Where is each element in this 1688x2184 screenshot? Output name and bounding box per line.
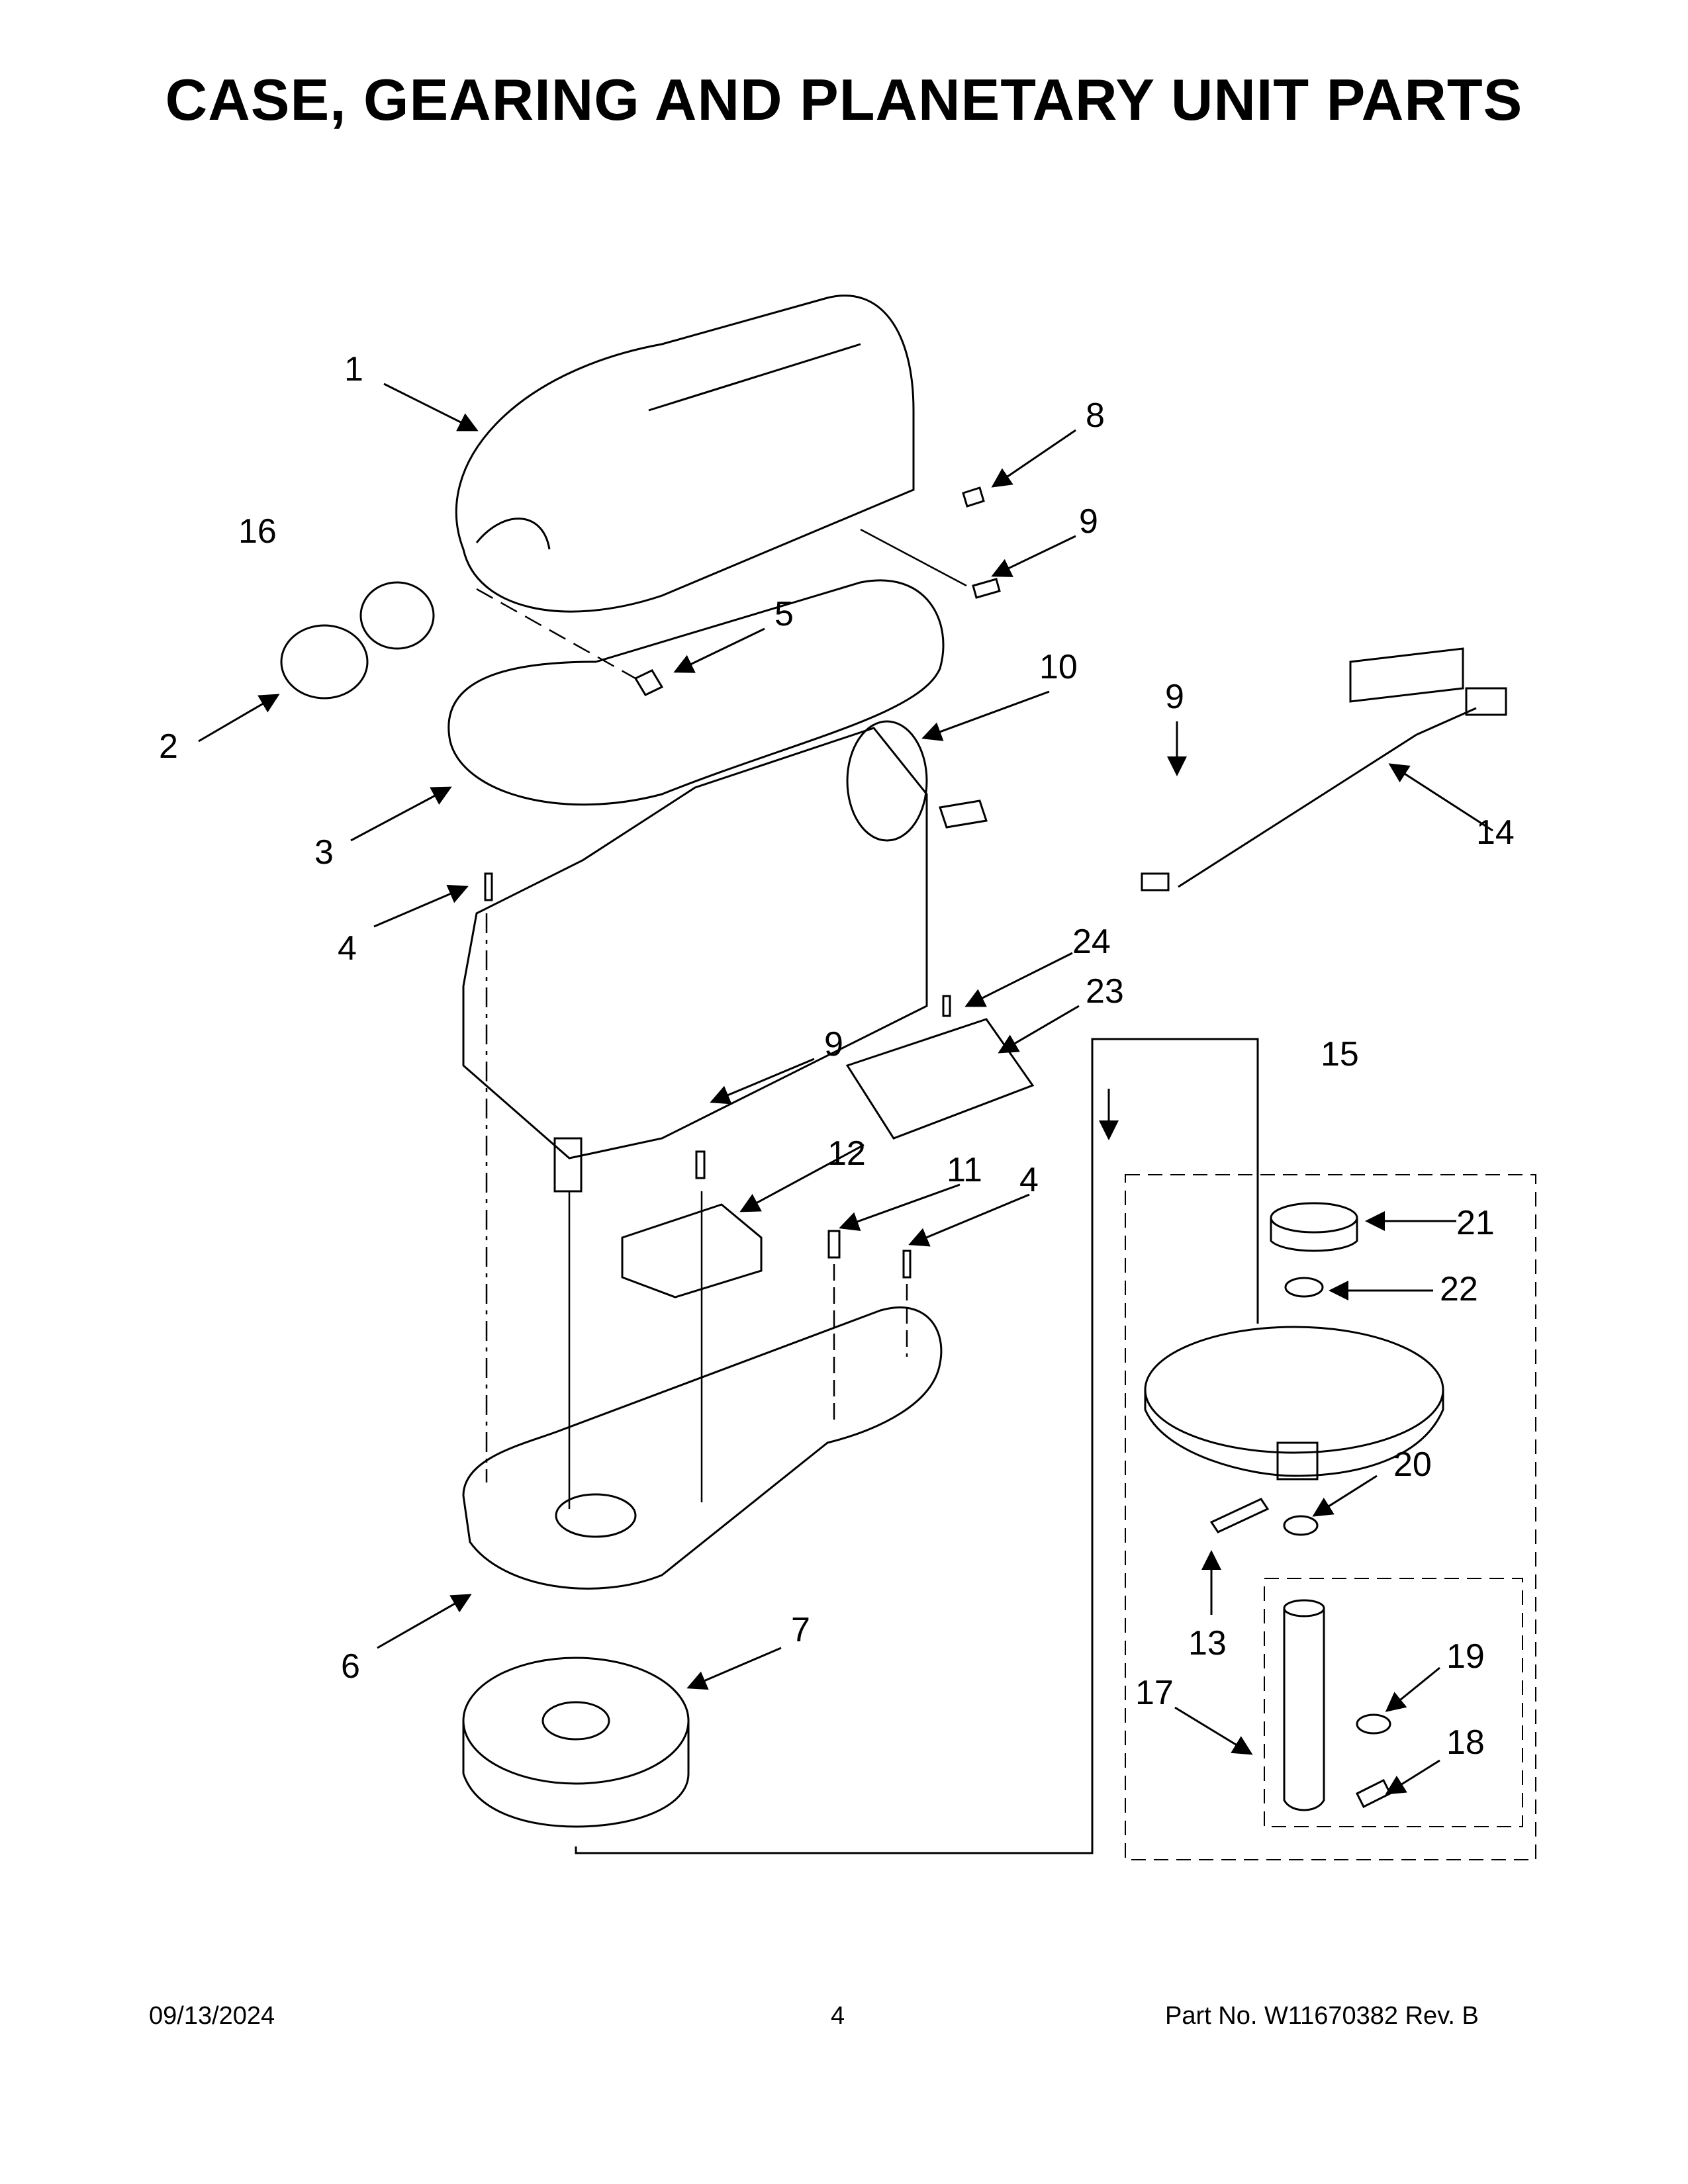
callout-9-cord: 9 (1165, 678, 1184, 716)
screw-24-part (942, 995, 951, 1017)
callout-12: 12 (827, 1134, 866, 1173)
screw-11-part (827, 1230, 841, 1259)
assembly-connector-line (575, 1038, 1259, 1854)
callout-5: 5 (774, 595, 794, 633)
footer-part-info: Part No. W11670382 Rev. B (1165, 2002, 1479, 2030)
callout-23: 23 (1086, 972, 1124, 1011)
callout-19: 19 (1446, 1637, 1485, 1676)
hub-ring-part (359, 581, 435, 650)
bearing-22-part (1284, 1277, 1324, 1298)
callout-14: 14 (1476, 813, 1515, 852)
head-case-part (455, 295, 915, 613)
screw-8-part (962, 486, 985, 508)
callout-24: 24 (1072, 923, 1111, 961)
callout-15: 15 (1321, 1035, 1359, 1073)
retaining-ring-19-part (1356, 1713, 1391, 1735)
planetary-ring-part (462, 1657, 690, 1828)
callout-21: 21 (1456, 1204, 1495, 1242)
control-plate-part (845, 1018, 1035, 1140)
screw-4-right-part (902, 1250, 912, 1279)
planetary-unit-group (1125, 1174, 1536, 1860)
callout-4: 4 (338, 929, 357, 968)
callout-9-mid: 9 (824, 1025, 843, 1064)
callout-13: 13 (1188, 1624, 1227, 1662)
callout-9-top: 9 (1079, 502, 1098, 541)
motor-gearcase-part (462, 720, 988, 1193)
agitator-shaft-part (1283, 1599, 1325, 1811)
washer-20-part (1283, 1515, 1319, 1536)
screw-9-top-part (972, 578, 1001, 599)
page-title: CASE, GEARING AND PLANETARY UNIT PARTS (165, 67, 1523, 132)
callout-8: 8 (1086, 396, 1105, 435)
callout-18: 18 (1446, 1723, 1485, 1762)
callout-22: 22 (1440, 1270, 1478, 1308)
base-housing-part (462, 1306, 943, 1590)
callout-6: 6 (341, 1647, 360, 1686)
footer-page-number: 4 (831, 2002, 845, 2030)
footer-date: 09/13/2024 (149, 2002, 275, 2030)
callout-3: 3 (314, 833, 334, 872)
callout-7: 7 (791, 1611, 810, 1649)
planetary-plate-part (1144, 1326, 1444, 1480)
pin-18-part (1355, 1778, 1392, 1809)
control-board-part (621, 1203, 763, 1298)
screw-4-left-part (484, 872, 493, 901)
trim-band-part (447, 579, 945, 806)
callout-20: 20 (1393, 1445, 1432, 1484)
callout-10: 10 (1039, 648, 1078, 686)
callout-2: 2 (159, 727, 178, 766)
callout-11: 11 (947, 1151, 982, 1189)
screw-9-mid-part (695, 1150, 706, 1179)
callout-17: 17 (1135, 1674, 1174, 1712)
pin-13-part (1209, 1498, 1270, 1533)
screw-5-part (633, 669, 664, 696)
callout-1: 1 (344, 350, 363, 388)
callout-4-right: 4 (1019, 1161, 1039, 1199)
callout-16: 16 (238, 512, 277, 551)
power-cord-part (1141, 647, 1507, 891)
planetary-gear-part (1270, 1202, 1358, 1252)
hub-cover-part (280, 624, 369, 700)
shaft-assembly-group (1264, 1578, 1523, 1827)
